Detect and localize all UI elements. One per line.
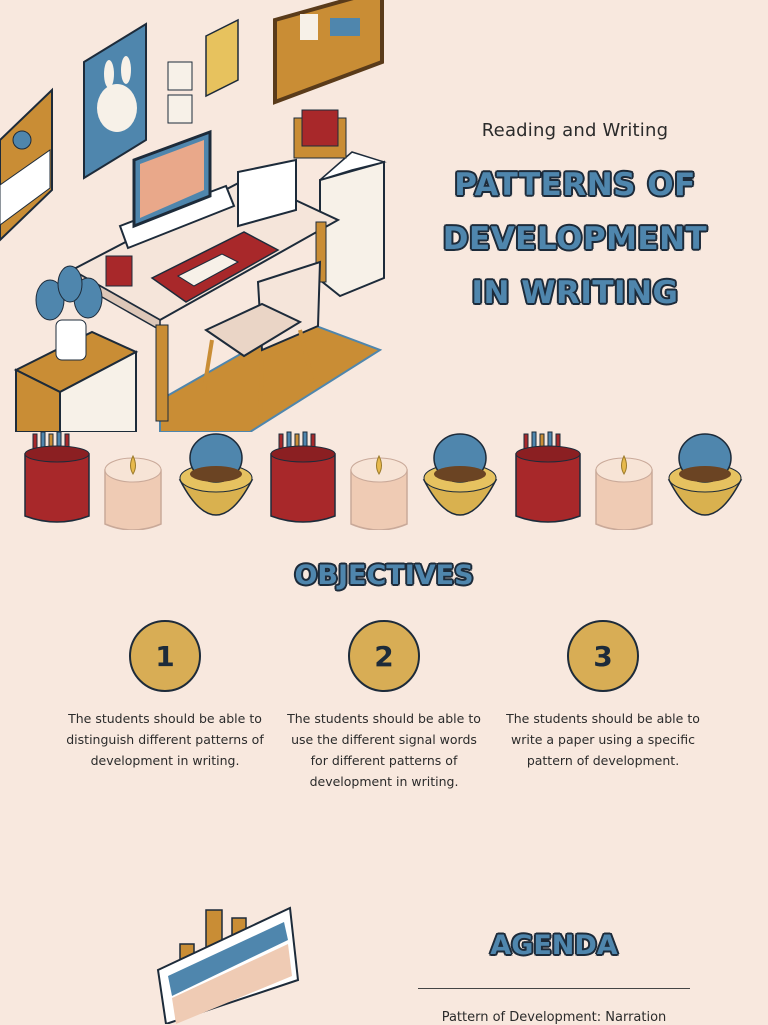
bunny-poster	[83, 22, 147, 180]
side-table-with-plant	[13, 265, 139, 432]
objective-item: 1 The students should be able to disting…	[65, 620, 265, 771]
agenda-divider	[418, 988, 690, 989]
objective-text: The students should be able to distingui…	[66, 711, 264, 768]
desk-workspace-illustration	[0, 0, 387, 432]
wall-calendar	[0, 87, 53, 242]
chair	[202, 260, 322, 421]
objective-item: 2 The students should be able to use the…	[284, 620, 484, 792]
easel-illustration	[156, 906, 300, 1024]
course-subtitle: Reading and Writing	[481, 120, 669, 141]
decor-row-illustration	[24, 431, 742, 530]
objective-number-badge: 2	[348, 620, 420, 692]
objective-item: 3 The students should be able to write a…	[503, 620, 703, 771]
objective-text: The students should be able to write a p…	[506, 711, 700, 768]
objective-number-badge: 3	[567, 620, 639, 692]
agenda-item: Pattern of Development: Narration	[441, 1010, 667, 1025]
objectives-heading: Objectives	[294, 560, 474, 591]
agenda-heading: Agenda	[490, 930, 618, 961]
corkboard	[273, 0, 384, 105]
objective-text: The students should be able to use the d…	[287, 711, 481, 789]
objective-number-badge: 1	[129, 620, 201, 692]
page-title: Patterns of Development in Writing	[442, 167, 708, 311]
computer-monitor	[118, 129, 236, 250]
